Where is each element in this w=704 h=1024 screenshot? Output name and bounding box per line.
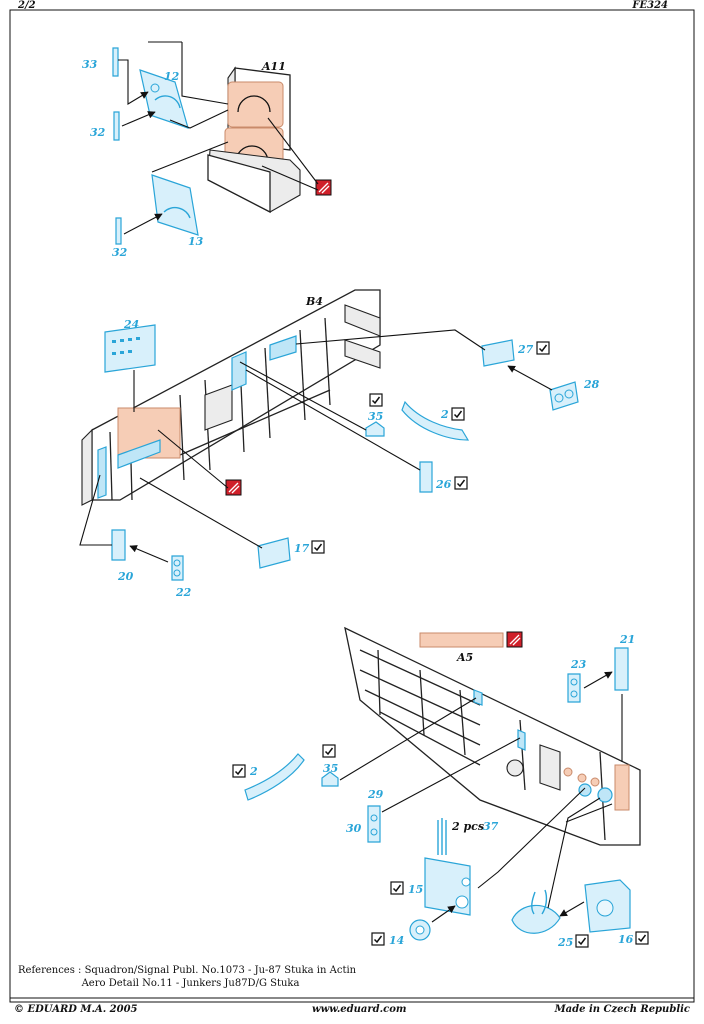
part-20	[111, 529, 126, 561]
check-35-a5	[322, 744, 336, 758]
section-b4: B4	[79, 289, 600, 599]
check-17	[311, 540, 325, 554]
page-number: 2/2	[18, 0, 36, 11]
part-27	[481, 339, 515, 367]
part-label-17: 17	[294, 542, 310, 555]
reference-line-2: Aero Detail No.11 - Junkers Ju87D/G Stuk…	[18, 978, 300, 989]
part-label-28: 28	[583, 378, 600, 391]
check-35-b4	[369, 393, 383, 407]
label-a5: A5	[456, 651, 473, 664]
part-26	[419, 461, 433, 493]
part-label-12: 12	[164, 70, 180, 83]
check-2-b4	[451, 407, 465, 421]
part-label-22: 22	[175, 586, 192, 599]
part-label-29: 29	[367, 788, 384, 801]
part-label-26: 26	[435, 478, 452, 491]
part-28	[549, 381, 579, 411]
references: References : Squadron/Signal Publ. No.10…	[18, 964, 356, 990]
part-label-30: 30	[346, 822, 362, 835]
part-label-25: 25	[557, 936, 573, 949]
part-17	[257, 537, 291, 569]
part-35-b4	[365, 421, 385, 437]
part-32-upper	[113, 111, 120, 141]
part-23	[567, 673, 581, 703]
part-25	[511, 904, 561, 934]
part-label-32-upper: 32	[90, 126, 106, 139]
check-27	[536, 341, 550, 355]
part-label-14: 14	[389, 934, 404, 947]
a5-sidewall	[344, 626, 641, 846]
label-b4: B4	[305, 295, 323, 308]
part-label-24: 24	[123, 318, 139, 331]
part-label-2-a5: 2	[249, 765, 258, 778]
part-label-33: 33	[82, 58, 98, 71]
part-label-21: 21	[619, 633, 635, 646]
section-a5: A5	[232, 626, 649, 949]
part-29	[367, 805, 381, 843]
part-label-32-lower: 32	[112, 246, 128, 259]
part-label-35-b4: 35	[368, 410, 383, 423]
section-a11: A11 12 33 32 13	[82, 41, 332, 259]
part-label-27: 27	[517, 343, 534, 356]
check-25	[575, 934, 589, 948]
part-label-13: 13	[188, 235, 204, 248]
check-26	[454, 476, 468, 490]
label-a11: A11	[261, 60, 286, 73]
part-label-15: 15	[408, 883, 423, 896]
a11-upper-instrument	[227, 81, 284, 128]
check-16	[635, 931, 649, 945]
copyright: © EDUARD M.A. 2005	[14, 1004, 138, 1015]
paint-marker-a5	[506, 631, 523, 648]
part-label-20: 20	[117, 570, 134, 583]
part-label-16: 16	[618, 933, 634, 946]
part-2-b4	[401, 400, 470, 441]
label-2-pcs: 2 pcs	[451, 820, 484, 833]
part-label-37: 37	[483, 820, 499, 833]
a5-copper-strip	[419, 632, 504, 648]
page-frame	[9, 9, 695, 1003]
part-37	[437, 818, 447, 855]
part-label-2-b4: 2	[440, 408, 449, 421]
part-33	[112, 47, 119, 77]
kit-code: FE324	[632, 0, 668, 11]
a5-copper-patch	[614, 764, 630, 811]
part-label-35-a5: 35	[323, 762, 338, 775]
part-24	[104, 324, 156, 373]
part-21	[614, 647, 629, 691]
website: www.eduard.com	[312, 1004, 407, 1015]
part-32-lower	[115, 217, 122, 245]
part-35-a5	[321, 771, 339, 787]
reference-line-1: References : Squadron/Signal Publ. No.10…	[18, 965, 357, 976]
part-13	[151, 174, 199, 236]
check-2-a5	[232, 764, 246, 778]
check-15	[390, 881, 404, 895]
check-14	[371, 932, 385, 946]
part-label-23: 23	[570, 658, 587, 671]
made-in: Made in Czech Republic	[554, 1004, 690, 1015]
part-2-a5	[244, 753, 305, 801]
paint-marker-a11	[315, 179, 332, 196]
